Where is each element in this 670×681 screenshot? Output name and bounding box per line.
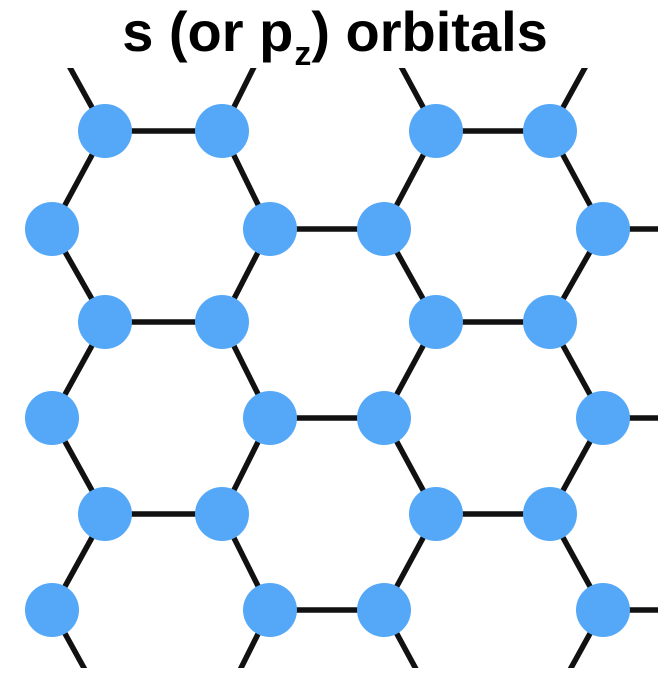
orbital-atom bbox=[357, 391, 411, 445]
orbital-atom bbox=[243, 583, 297, 637]
orbital-atom bbox=[576, 202, 630, 256]
orbital-atom bbox=[523, 487, 577, 541]
orbital-atom bbox=[25, 391, 79, 445]
title-subscript: z bbox=[294, 35, 312, 73]
orbital-atom bbox=[357, 202, 411, 256]
orbital-atom bbox=[523, 295, 577, 349]
title-suffix: ) orbitals bbox=[311, 0, 548, 63]
bond-layer bbox=[49, 68, 658, 668]
orbital-atom bbox=[357, 583, 411, 637]
orbital-atom bbox=[25, 583, 79, 637]
atom-layer bbox=[25, 104, 630, 637]
orbital-atom bbox=[195, 295, 249, 349]
orbital-atom bbox=[409, 104, 463, 158]
title-prefix: s (or p bbox=[122, 0, 294, 63]
orbital-atom bbox=[78, 104, 132, 158]
orbital-atom bbox=[243, 202, 297, 256]
orbital-atom bbox=[576, 583, 630, 637]
page-title: s (or pz) orbitals bbox=[0, 0, 670, 76]
orbital-atom bbox=[25, 202, 79, 256]
orbital-atom bbox=[576, 391, 630, 445]
orbital-atom bbox=[409, 487, 463, 541]
orbital-atom bbox=[195, 104, 249, 158]
orbital-atom bbox=[243, 391, 297, 445]
orbital-atom bbox=[523, 104, 577, 158]
orbital-atom bbox=[409, 295, 463, 349]
orbital-atom bbox=[195, 487, 249, 541]
orbital-atom bbox=[78, 295, 132, 349]
orbital-atom bbox=[78, 487, 132, 541]
